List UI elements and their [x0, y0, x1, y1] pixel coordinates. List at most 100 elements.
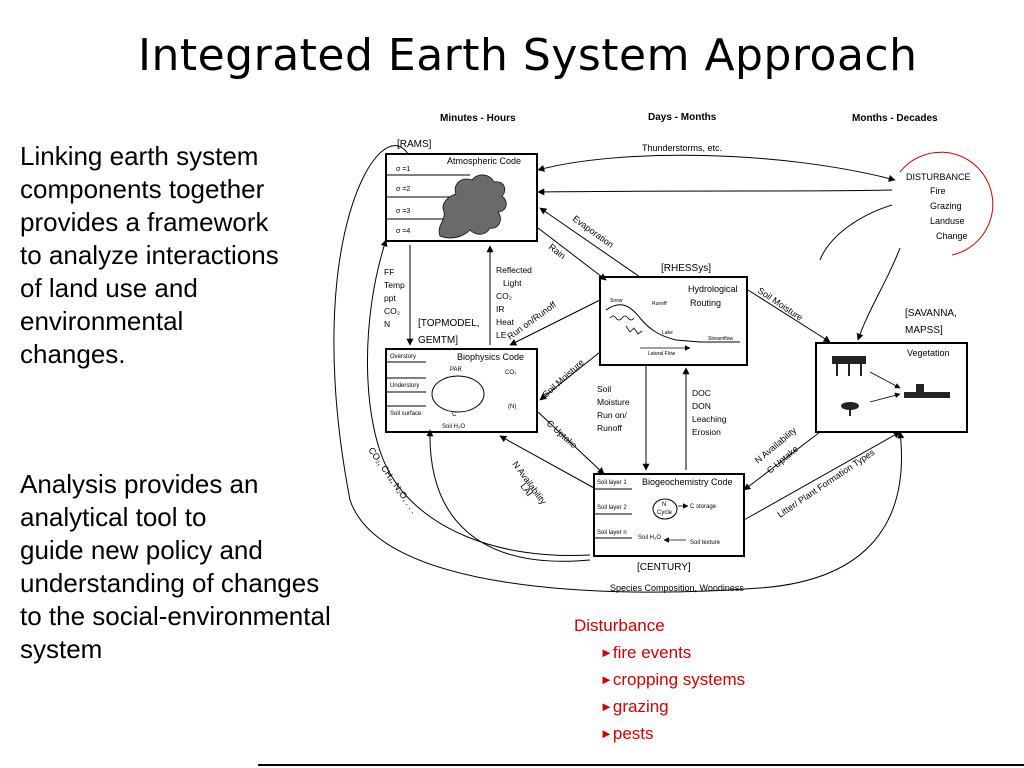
- gases-arrow: [367, 239, 591, 557]
- hydro-label: Streamflow: [708, 336, 733, 342]
- biogeo-label: Biogeochemistry Code: [642, 477, 733, 487]
- rhessys-tag: [RHESSys]: [661, 263, 711, 274]
- thunderstorms-arrow: [537, 154, 896, 182]
- savanna-trees-icon: [832, 356, 950, 416]
- disturbance-legend: Disturbance ►fire events ►cropping syste…: [574, 612, 745, 747]
- slide-title: Integrated Earth System Approach: [138, 30, 918, 81]
- doc-flow-list: DOC DON Leaching Erosion: [692, 388, 727, 437]
- atm-disturbance-arrow: [537, 188, 893, 196]
- legend-item-cropping: ►cropping systems: [574, 666, 745, 693]
- paragraph-line: guide new policy and: [20, 535, 263, 565]
- rams-tag: [RAMS]: [397, 139, 432, 150]
- disturbance-veg-arrow: [856, 247, 901, 341]
- rain-arrow: [537, 227, 607, 281]
- flow-label: DOC: [692, 388, 711, 398]
- paragraph-line: changes.: [20, 339, 126, 369]
- biophysics-code-label: Biophysics Code: [457, 352, 524, 362]
- legend-item-label: pests: [612, 724, 654, 743]
- paragraph-line: of land use and: [20, 273, 198, 303]
- bio-label: Overstory: [390, 354, 416, 360]
- soil-moisture-bio-arrow: [539, 351, 601, 401]
- disturbance-item: Fire: [930, 186, 946, 196]
- disturbance-circle: [899, 151, 994, 256]
- paragraph-line: components together: [20, 174, 265, 204]
- hydro-label: Runoff: [652, 301, 667, 307]
- flow-label: LE: [496, 330, 507, 340]
- flow-label: Soil: [597, 384, 611, 394]
- legend-item-label: fire events: [612, 643, 692, 662]
- paragraph-linking: Linking earth system components together…: [20, 140, 279, 371]
- bio-label: (N): [508, 404, 516, 410]
- biogeo-label: Soil H₂O: [638, 535, 661, 541]
- bio-label: Understory: [390, 383, 419, 389]
- biogeo-label: Soil layer 2: [597, 505, 627, 511]
- soil-flow-list: Soil Moisture Run on/ Runoff: [597, 384, 630, 433]
- veg-to-biogeo-arrow: [743, 431, 821, 491]
- soil-moisture-veg-label: Soil Moisture: [756, 285, 805, 322]
- atmospheric-code-box: Atmospheric Code σ =1 σ =2 σ =3 σ =4: [385, 153, 538, 242]
- litter-arrow: [743, 431, 901, 521]
- legend-item-pests: ►pests: [574, 720, 745, 747]
- paragraph-line: environmental: [20, 306, 184, 336]
- disturbance-item: Landuse: [930, 216, 965, 226]
- disturbance-title: DISTURBANCE: [906, 172, 971, 182]
- bio-label: Soil H₂O: [442, 424, 465, 430]
- flow-label: ppt: [384, 293, 396, 303]
- disturbance-item: Change: [936, 231, 968, 241]
- flow-label: Runoff: [597, 423, 623, 433]
- biophysics-code-box: Biophysics Code Overstory Understory Soi…: [385, 348, 538, 433]
- bio-label: PAR: [450, 367, 463, 373]
- flow-label: FF: [384, 267, 394, 277]
- disturbance-item: Grazing: [930, 201, 962, 211]
- gemtm-tag: GEMTM]: [418, 335, 458, 346]
- paragraph-line: analytical tool to: [20, 502, 207, 532]
- hydrological-routing-box: Hydrological Routing Snow Runoff Lake La…: [599, 276, 748, 366]
- savanna-tag: [SAVANNA,: [905, 308, 957, 319]
- disturbance-arc: [819, 204, 893, 261]
- biogeo-label: Cycle: [657, 510, 673, 516]
- biogeo-label: N: [662, 502, 666, 508]
- reflected-list: Reflected Light CO₂ IR Heat LE: [496, 265, 532, 340]
- flow-label: CO₂: [384, 306, 400, 316]
- flow-label: CO₂: [496, 291, 512, 301]
- paragraph-line: understanding of changes: [20, 568, 320, 598]
- paragraph-line: system: [20, 634, 103, 664]
- vegetation-box: Vegetation: [815, 342, 968, 433]
- timescale-months-decades: Months - Decades: [852, 113, 938, 124]
- bio-biogeo-arc: [426, 429, 591, 562]
- topmodel-tag: [TOPMODEL,: [418, 318, 480, 329]
- flow-label: Erosion: [692, 427, 721, 437]
- flow-label: Temp: [384, 280, 405, 290]
- paragraph-line: Linking earth system: [20, 141, 259, 171]
- bio-cycle: [431, 375, 485, 413]
- pointer-icon: ►: [600, 645, 613, 660]
- thunderstorms-label: Thunderstorms, etc.: [642, 143, 722, 153]
- atm-input-list: FF Temp ppt CO₂ N: [384, 267, 405, 329]
- biogeochemistry-code-box: Biogeochemistry Code Soil layer 1 Soil l…: [593, 473, 745, 557]
- atmospheric-code-label: Atmospheric Code: [447, 156, 521, 166]
- biogeo-label: Soil layer n: [597, 530, 627, 536]
- legend-item-label: cropping systems: [612, 670, 746, 689]
- pointer-icon: ►: [600, 672, 613, 687]
- species-composition-arc: [333, 145, 905, 593]
- flow-label: Reflected: [496, 265, 532, 275]
- hydro-label: Routing: [690, 298, 721, 308]
- biogeo-label: Soil layer 1: [597, 480, 627, 486]
- paragraph-line: provides a framework: [20, 207, 269, 237]
- flow-label: DON: [692, 401, 711, 411]
- legend-item-fire: ►fire events: [574, 639, 745, 666]
- storm-cloud-icon: [438, 174, 507, 239]
- hydro-label: Lake: [662, 330, 673, 336]
- soil-moisture-bio-label: Soil Moisture: [541, 357, 586, 399]
- hillslope-profile: [605, 304, 740, 343]
- paragraph-analysis: Analysis provides an analytical tool to …: [20, 468, 331, 666]
- sigma-1: σ =1: [396, 166, 410, 173]
- biogeo-label: C storage: [690, 504, 717, 510]
- legend-item-grazing: ►grazing: [574, 693, 745, 720]
- timescale-minutes-hours: Minutes - Hours: [440, 113, 516, 124]
- soil-moisture-veg-arrow: [747, 289, 831, 343]
- hydro-label: Hydrological: [688, 284, 738, 294]
- c-uptake-label: C Uptake: [545, 418, 580, 451]
- flow-label: IR: [496, 304, 505, 314]
